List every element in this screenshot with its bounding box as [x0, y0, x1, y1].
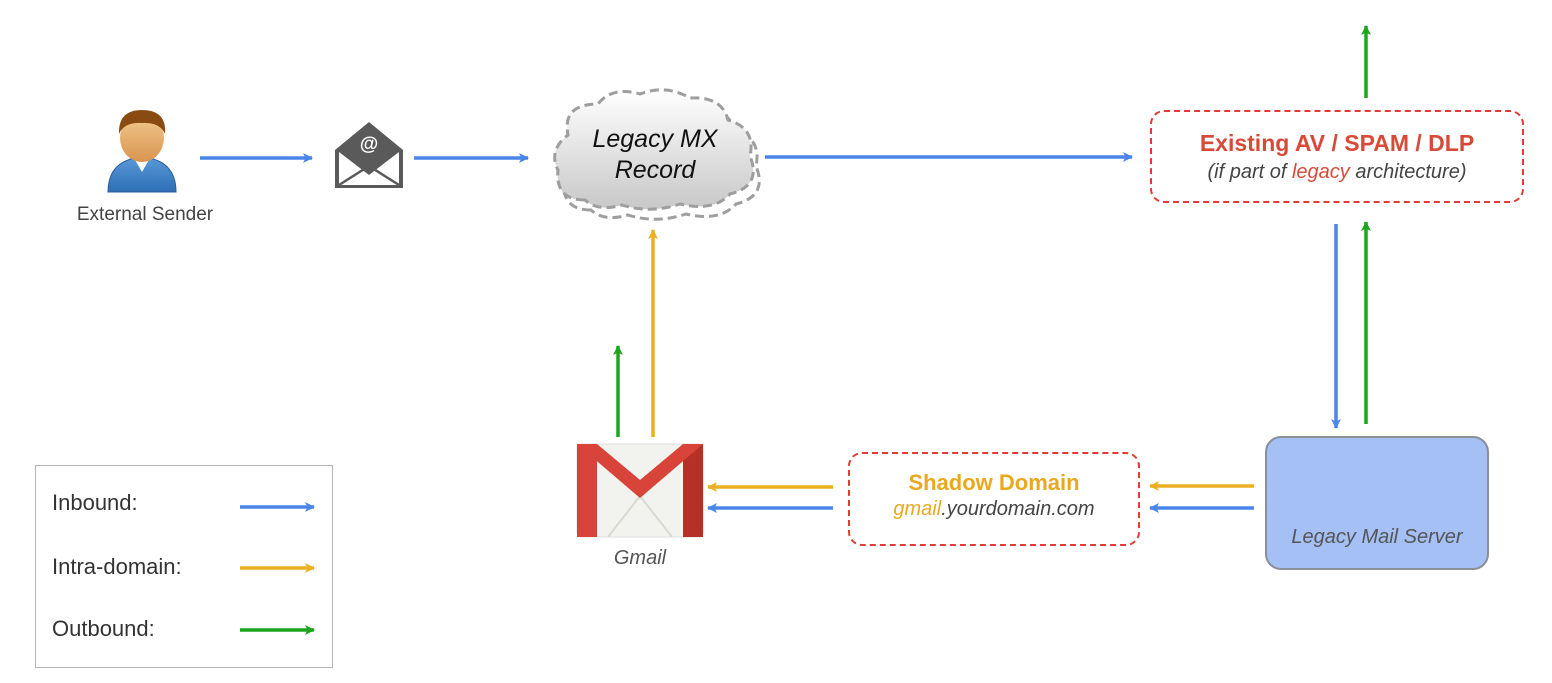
av-sub-suffix: architecture) — [1349, 161, 1467, 183]
external-sender-label: External Sender — [76, 204, 214, 225]
shadow-sub-suffix: .yourdomain.com — [941, 498, 1095, 520]
at-envelope-icon — [335, 122, 403, 188]
legend-outbound-label: Outbound: — [52, 616, 155, 641]
legend-inbound-label: Inbound: — [52, 490, 138, 515]
legend-intra-label: Intra-domain: — [52, 554, 182, 579]
shadow-domain-box: Shadow Domain gmail.yourdomain.com — [848, 452, 1140, 546]
shadow-sub-highlight: gmail — [893, 498, 942, 520]
legacy-mail-server-label: Legacy Mail Server — [1291, 526, 1463, 548]
person-icon — [107, 110, 177, 193]
legend: Inbound: Intra-domain: Outbound: — [35, 465, 333, 668]
cloud-icon — [553, 88, 761, 221]
av-box-subtitle: (if part of legacy architecture) — [1152, 161, 1522, 184]
gmail-label: Gmail — [613, 547, 667, 569]
shadow-domain-subtitle: gmail.yourdomain.com — [850, 498, 1138, 521]
shadow-domain-title: Shadow Domain — [908, 470, 1080, 495]
gmail-logo-icon — [576, 443, 704, 538]
mx-record-label: Legacy MX Record — [592, 125, 718, 184]
av-box-title: Existing AV / SPAM / DLP — [1199, 130, 1475, 156]
at-symbol: @ — [360, 134, 379, 155]
av-sub-highlight: legacy — [1291, 161, 1350, 183]
av-sub-prefix: (if part of — [1207, 161, 1292, 183]
legacy-mail-server: Legacy Mail Server — [1265, 436, 1489, 570]
av-spam-dlp-box: Existing AV / SPAM / DLP (if part of leg… — [1150, 110, 1524, 203]
